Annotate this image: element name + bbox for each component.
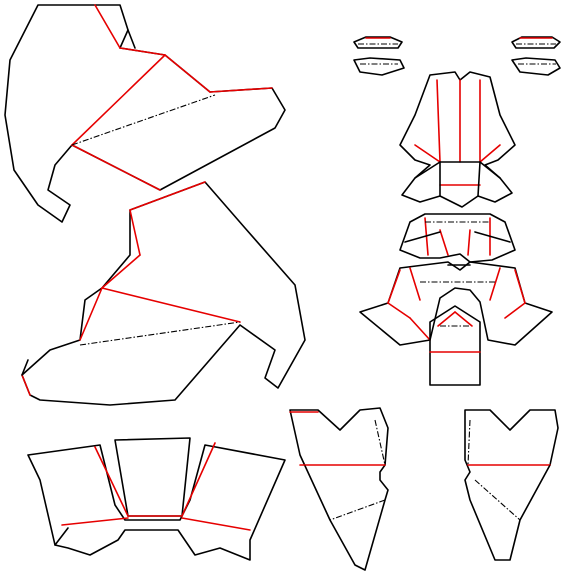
small-tab-piece-1 bbox=[353, 36, 403, 49]
small-tab-piece-3 bbox=[511, 36, 561, 49]
right-leg-piece bbox=[464, 409, 559, 561]
shoulder-piece bbox=[359, 261, 553, 346]
upper-wing-piece bbox=[4, 4, 286, 223]
box-piece bbox=[429, 305, 481, 386]
base-band-piece bbox=[27, 437, 286, 561]
neck-piece bbox=[399, 213, 516, 263]
small-tab-piece-2 bbox=[353, 57, 405, 76]
left-leg-piece bbox=[289, 407, 389, 571]
small-tab-piece-4 bbox=[511, 57, 561, 76]
lower-wing-piece bbox=[21, 181, 306, 406]
head-piece bbox=[399, 71, 516, 208]
